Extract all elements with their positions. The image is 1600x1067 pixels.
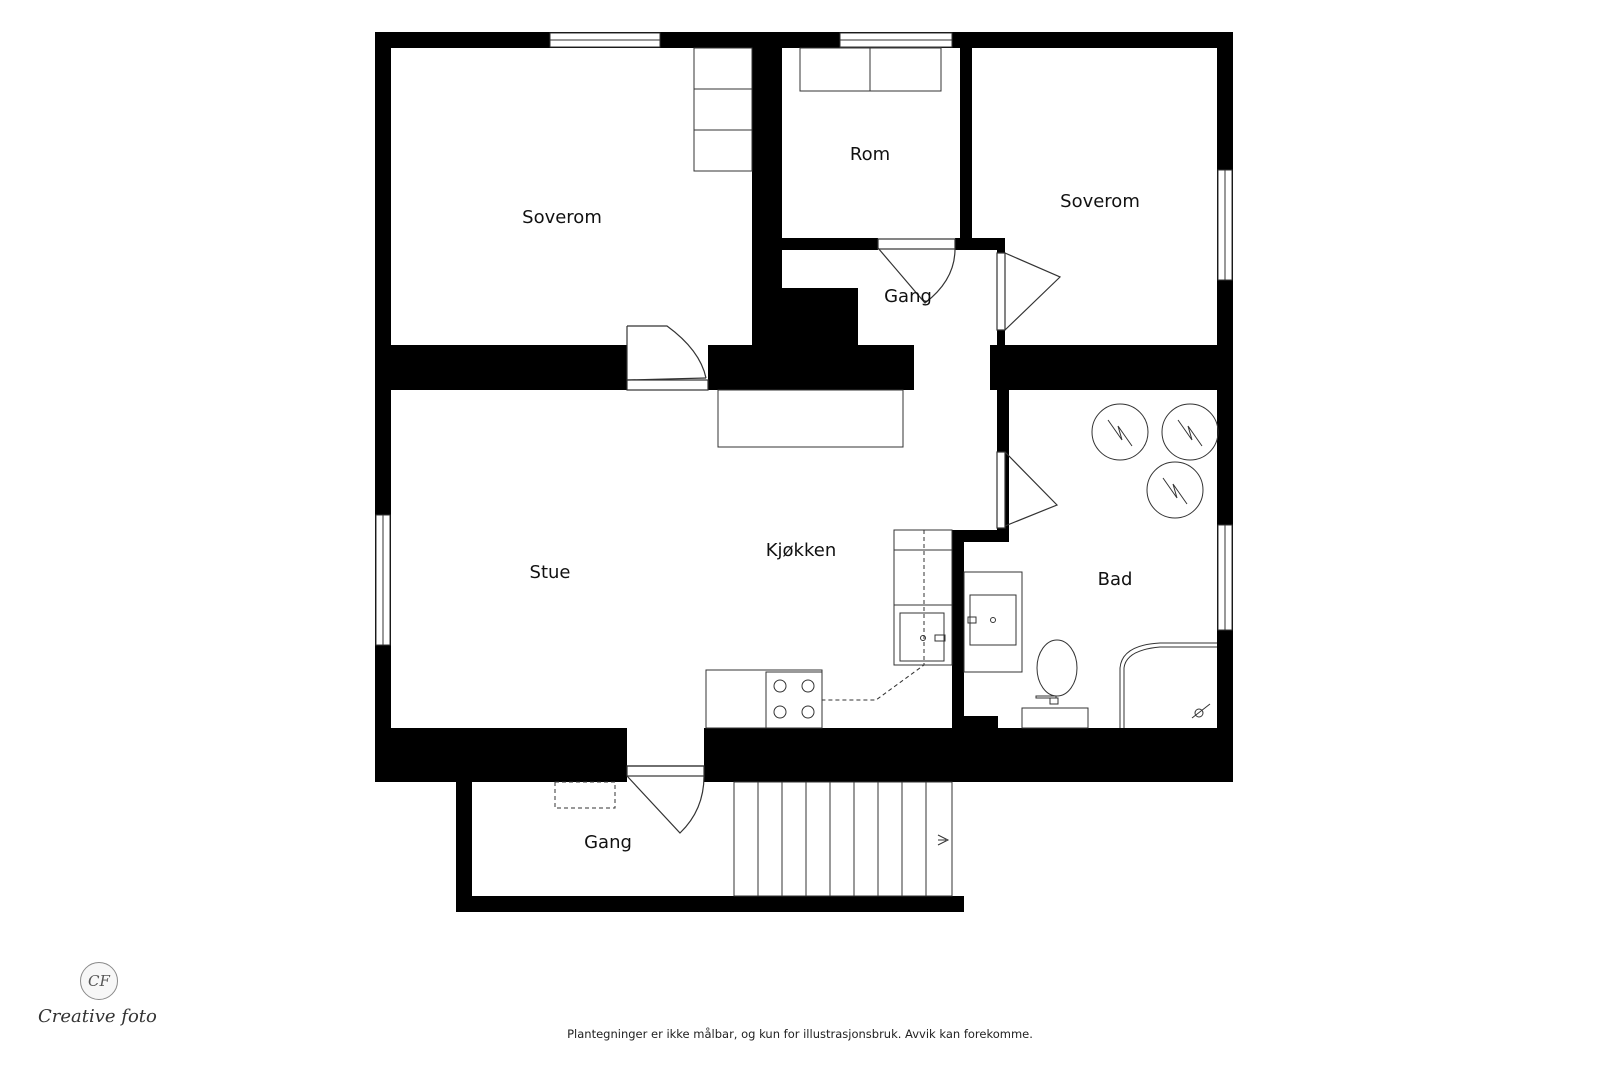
walls xyxy=(375,32,1233,912)
windows xyxy=(375,32,1233,646)
room-labels: Soverom Rom Soverom Gang Stue Kjøkken Ba… xyxy=(522,144,1140,853)
label-soverom-left: Soverom xyxy=(522,207,602,228)
logo-monogram: CF xyxy=(80,962,118,1000)
logo-text: Creative foto xyxy=(38,1006,157,1027)
disclaimer-text: Plantegninger er ikke målbar, og kun for… xyxy=(567,1027,1033,1041)
label-bad: Bad xyxy=(1098,569,1133,590)
fixtures xyxy=(554,47,1219,897)
label-rom: Rom xyxy=(850,144,890,165)
creative-foto-logo: CF Creative foto xyxy=(38,962,168,1032)
label-gang-upper: Gang xyxy=(884,286,932,307)
label-stue: Stue xyxy=(530,562,571,583)
label-kjokken: Kjøkken xyxy=(766,540,837,561)
label-gang-lower: Gang xyxy=(584,832,632,853)
label-soverom-right: Soverom xyxy=(1060,191,1140,212)
doors xyxy=(626,238,1062,834)
